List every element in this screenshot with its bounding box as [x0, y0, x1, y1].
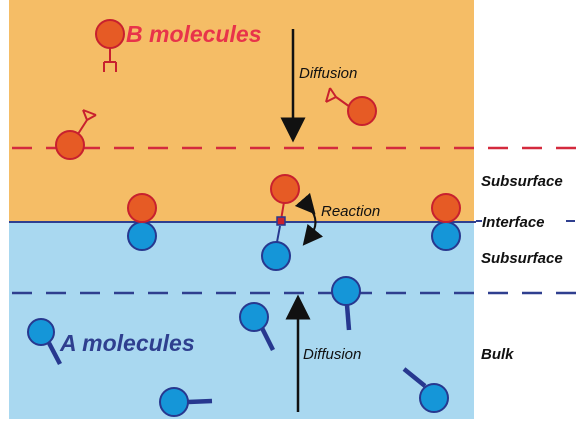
interface-pair-left: [127, 193, 157, 251]
diffusion-label-bottom: Diffusion: [303, 346, 361, 363]
interface-pair-right: [431, 193, 461, 251]
b-molecule-left: [55, 109, 97, 160]
bulk-label: Bulk: [481, 346, 514, 363]
a-molecule-bottom-left: [159, 387, 213, 417]
diffusion-label-top: Diffusion: [299, 65, 357, 82]
reacting-pair: [261, 174, 300, 271]
a-molecule-top-right: [331, 276, 361, 331]
a-molecule-title-icon: [27, 318, 62, 366]
a-molecule-middle: [239, 302, 276, 352]
b-molecules-title: B molecules: [126, 21, 262, 47]
subsurface-upper-label: Subsurface: [481, 173, 563, 190]
a-molecules-title: A molecules: [59, 330, 195, 356]
reaction-arrow-icon: [294, 192, 324, 246]
interface-label: Interface: [482, 214, 545, 231]
a-molecule-bottom-right: [402, 367, 449, 413]
b-molecule-title-icon: [95, 19, 125, 72]
interface-label-group: Interface: [476, 214, 575, 231]
reaction-label: Reaction: [321, 203, 380, 220]
subsurface-lower-label: Subsurface: [481, 250, 563, 267]
b-molecule-right: [325, 87, 377, 126]
